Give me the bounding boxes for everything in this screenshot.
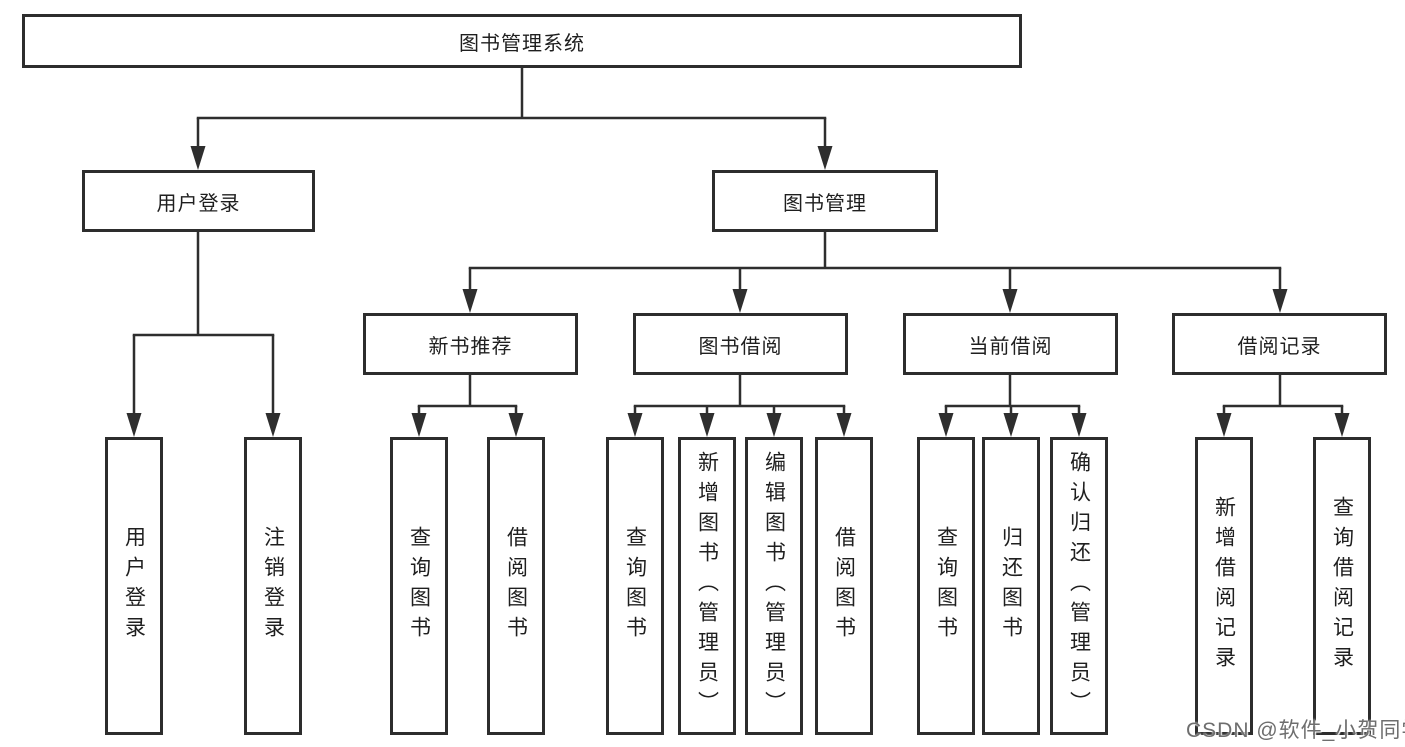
node-label: 当前借阅 — [968, 335, 1053, 358]
leaf-query-books-current: 查询图书 — [917, 437, 975, 735]
leaf-label: 借阅图书 — [504, 526, 528, 646]
leaf-return-book: 归还图书 — [982, 437, 1040, 735]
leaf-add-book-admin: 新增图书（管理员） — [678, 437, 736, 735]
node-label: 图书管理 — [783, 192, 867, 215]
leaf-label: 新增借阅记录 — [1212, 496, 1236, 676]
leaf-borrow-books: 借阅图书 — [815, 437, 873, 735]
leaf-query-books-recommend: 查询图书 — [390, 437, 448, 735]
leaf-logout: 注销登录 — [244, 437, 302, 735]
leaf-borrow-books-recommend: 借阅图书 — [487, 437, 545, 735]
node-label: 图书借阅 — [698, 335, 783, 358]
node-book-management: 图书管理 — [712, 170, 938, 232]
leaf-label: 用户登录 — [122, 526, 146, 646]
leaf-query-books-borrow: 查询图书 — [606, 437, 664, 735]
node-label: 图书管理系统 — [459, 32, 585, 55]
node-current-borrow: 当前借阅 — [903, 313, 1118, 375]
node-label: 新书推荐 — [428, 335, 513, 358]
leaf-label: 查询图书 — [407, 526, 431, 646]
leaf-query-borrow-record: 查询借阅记录 — [1313, 437, 1371, 735]
leaf-label: 编辑图书（管理员） — [762, 451, 786, 721]
leaf-confirm-return-admin: 确认归还（管理员） — [1050, 437, 1108, 735]
leaf-user-login: 用户登录 — [105, 437, 163, 735]
node-borrow-records: 借阅记录 — [1172, 313, 1387, 375]
node-label: 用户登录 — [156, 192, 241, 215]
leaf-label: 查询借阅记录 — [1330, 496, 1354, 676]
leaf-label: 新增图书（管理员） — [695, 451, 719, 721]
leaf-label: 查询图书 — [623, 526, 647, 646]
leaf-label: 确认归还（管理员） — [1067, 451, 1091, 721]
node-new-book-recommend: 新书推荐 — [363, 313, 578, 375]
leaf-add-borrow-record: 新增借阅记录 — [1195, 437, 1253, 735]
leaf-label: 归还图书 — [999, 526, 1023, 646]
node-user-login: 用户登录 — [82, 170, 315, 232]
node-label: 借阅记录 — [1237, 335, 1322, 358]
leaf-label: 借阅图书 — [832, 526, 856, 646]
leaf-edit-book-admin: 编辑图书（管理员） — [745, 437, 803, 735]
leaf-label: 查询图书 — [934, 526, 958, 646]
leaf-label: 注销登录 — [261, 526, 285, 646]
watermark: CSDN @软件_小贺同学 — [1186, 719, 1405, 742]
node-book-borrow: 图书借阅 — [633, 313, 848, 375]
node-library-management-system: 图书管理系统 — [22, 14, 1022, 68]
